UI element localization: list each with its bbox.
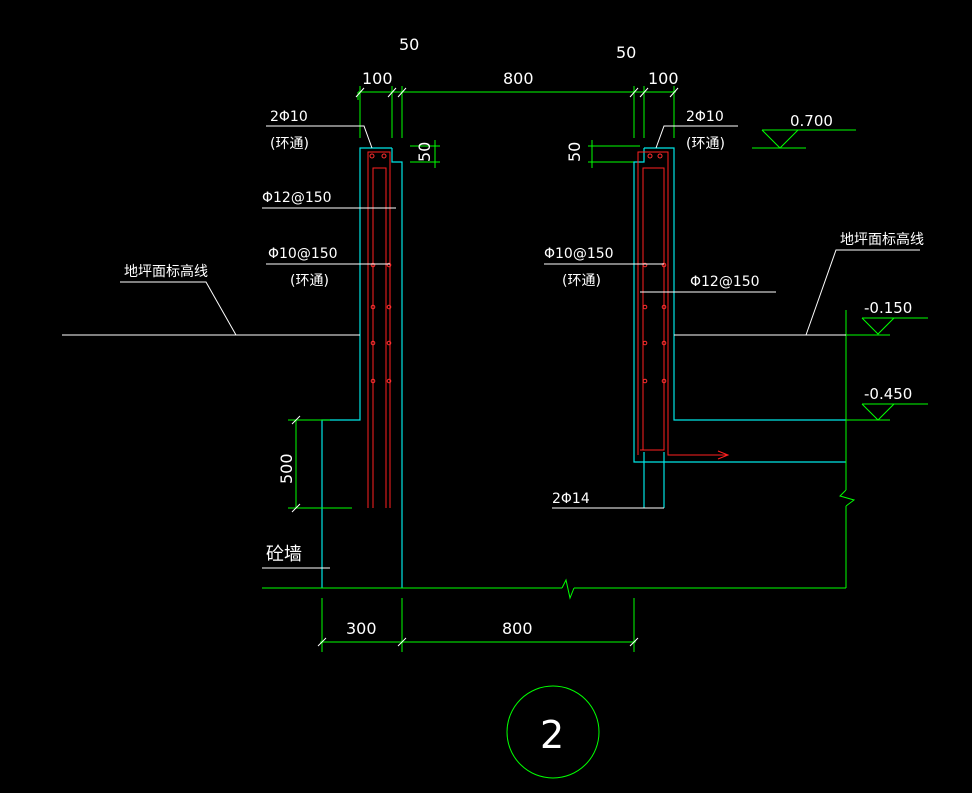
elevation-marker-middle — [846, 317, 928, 336]
dim-notch-right: 50 — [565, 142, 584, 162]
base-line — [262, 310, 856, 600]
right-rebar-cage — [637, 151, 730, 460]
right-footing-dowels — [643, 452, 665, 508]
dim-top-gap-right: 50 — [616, 43, 636, 62]
elevation-marker-lower — [846, 403, 928, 421]
label-bottom-bars: 2Φ14 — [552, 491, 590, 507]
detail-bubble — [506, 685, 600, 779]
label-ground-line-right: 地坪面标高线 — [840, 231, 924, 248]
label-right-horizontal-bars: Φ10@150 — [544, 246, 614, 262]
leader-lines — [120, 125, 920, 569]
bottom-dimension-chain — [317, 598, 639, 652]
notch-dimension-lines — [410, 140, 640, 168]
label-concrete-wall: 砼墙 — [266, 544, 302, 565]
left-wall-outline — [321, 147, 403, 588]
dim-bottom-span: 800 — [502, 619, 533, 638]
label-left-vertical-bars: Φ12@150 — [262, 190, 332, 206]
elevation-top: 0.700 — [790, 112, 833, 130]
label-right-top-bar: 2Φ10 — [686, 109, 724, 125]
dim-wall-left: 100 — [362, 69, 393, 88]
right-wall-outline — [633, 147, 846, 463]
elevation-middle: -0.150 — [864, 299, 912, 317]
dim-notch-left: 50 — [415, 142, 434, 162]
label-right-top-bar-note: (环通) — [686, 136, 725, 152]
label-right-vertical-bars: Φ12@150 — [690, 274, 760, 290]
height-dimension-500 — [288, 415, 352, 513]
label-left-horizontal-note: (环通) — [290, 273, 329, 289]
dim-height-500: 500 — [277, 453, 296, 484]
dim-clear-span: 800 — [503, 69, 534, 88]
label-left-top-bar: 2Φ10 — [270, 109, 308, 125]
label-ground-line-left: 地坪面标高线 — [124, 263, 208, 280]
detail-number: 2 — [540, 713, 564, 757]
left-rebar-cage — [367, 151, 392, 508]
dim-top-gap-left: 50 — [399, 35, 419, 54]
elevation-marker-top — [752, 129, 856, 149]
label-right-horizontal-note: (环通) — [562, 273, 601, 289]
top-dimension-chain — [355, 86, 679, 138]
elevation-lower: -0.450 — [864, 385, 912, 403]
label-left-top-bar-note: (环通) — [270, 136, 309, 152]
label-left-horizontal-bars: Φ10@150 — [268, 246, 338, 262]
dim-wall-right: 100 — [648, 69, 679, 88]
dim-bottom-left: 300 — [346, 619, 377, 638]
